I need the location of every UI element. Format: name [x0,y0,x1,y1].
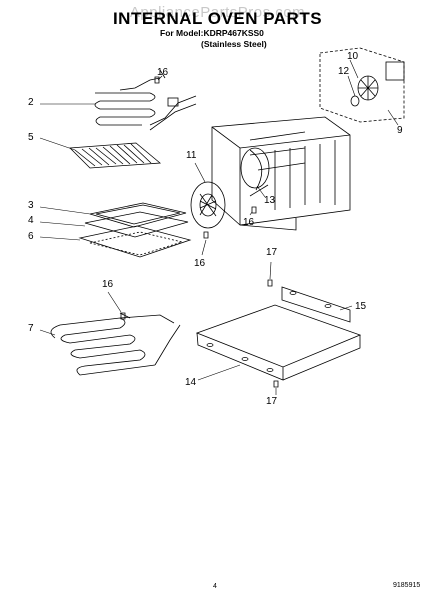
oven-rack-drawing [69,142,162,169]
bracket-drawing [281,286,351,323]
callout-7: 7 [28,323,34,334]
callout-17-bracket: 17 [266,247,278,258]
watermark: AppliancePartsPros.com [129,4,306,21]
broil-element-drawing [94,69,197,131]
convection-fan-drawing [319,47,405,123]
screw-drawings [120,76,279,388]
callout-10: 10 [347,51,359,62]
callout-16-cavity: 16 [243,217,255,228]
bake-element-drawing [50,312,181,376]
callout-16-top: 16 [157,67,169,78]
callout-11: 11 [186,150,197,161]
bottom-pan-drawing [195,304,362,381]
callout-14: 14 [185,377,197,388]
oven-cavity-drawing [211,116,351,231]
broil-pan-drawing [78,202,192,258]
callout-15: 15 [355,301,367,312]
callout-16-bake: 16 [102,279,114,290]
callout-16-fan: 16 [194,258,206,269]
variant-line: (Stainless Steel) [201,39,267,49]
diagram-title: INTERNAL OVEN PARTS [112,9,323,28]
callout-13: 13 [264,195,276,206]
document-number: 9185915 [393,582,421,589]
model-line: For Model:KDRP467KSS0 [160,28,264,38]
callout-12: 12 [338,66,350,77]
callout-17-pan: 17 [266,396,278,407]
callout-6: 6 [28,231,34,242]
page-number: 4 [213,583,217,590]
fan-cover-drawing [190,181,226,229]
callout-9: 9 [397,125,403,136]
callout-2: 2 [28,97,34,108]
callout-5: 5 [28,132,34,143]
callout-3: 3 [28,200,34,211]
callout-4: 4 [28,215,34,226]
leader-lines [39,59,399,395]
